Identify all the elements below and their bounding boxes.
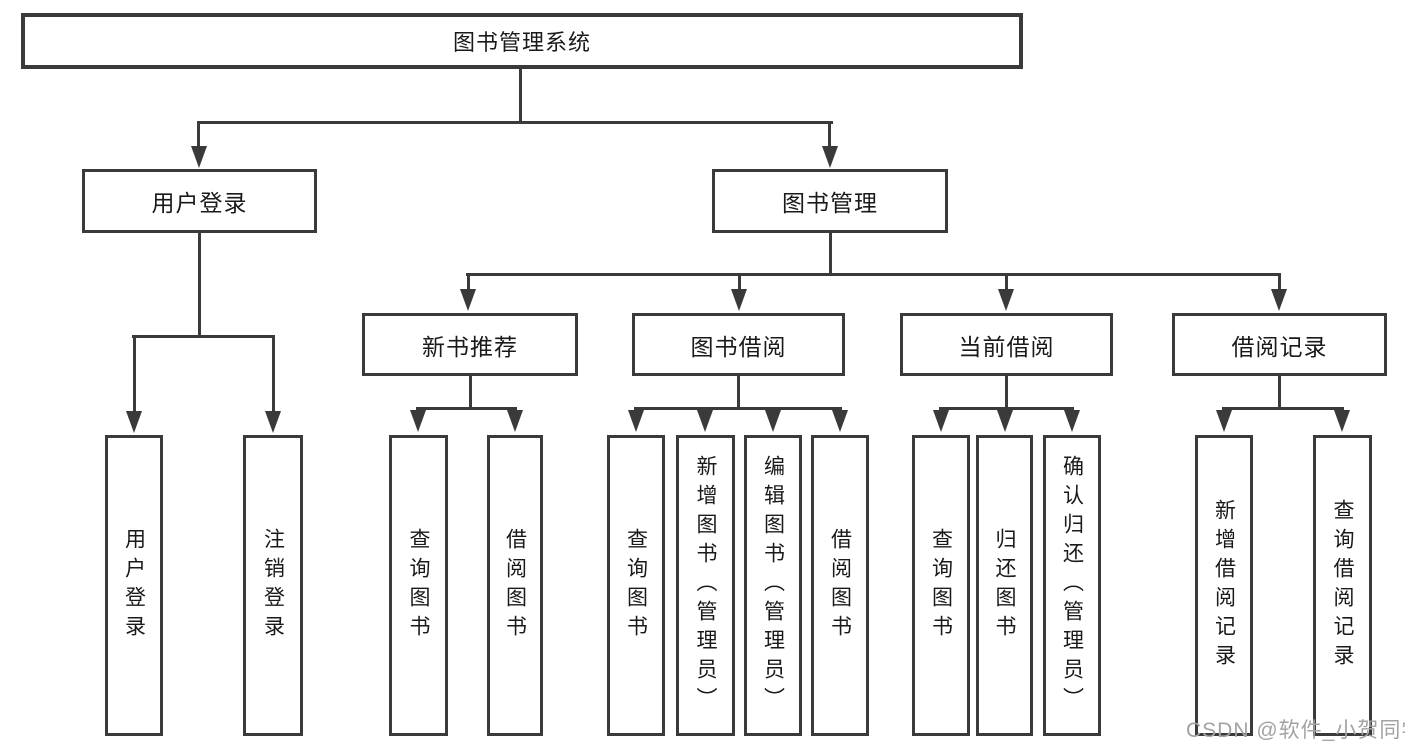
connector-current-borrow-stem: [1005, 376, 1008, 409]
leaf-query-books-current-label: 查询图书: [929, 527, 953, 644]
node-borrow-records-label: 借阅记录: [1231, 333, 1328, 360]
leaf-edit-books-admin: 编辑图书（管理员）: [744, 435, 802, 736]
arrow-down-icon: [765, 410, 781, 432]
connector-book-borrow-stem: [737, 376, 740, 409]
leaf-logout: 注销登录: [243, 435, 303, 736]
leaf-query-borrow-record: 查询借阅记录: [1313, 435, 1372, 736]
connector-borrow-records-bar: [1222, 407, 1344, 410]
arrow-down-icon: [265, 411, 281, 433]
connector-drop-borrow-records: [1278, 273, 1281, 291]
node-new-book-recommend: 新书推荐: [362, 313, 578, 376]
leaf-confirm-return-admin: 确认归还（管理员）: [1043, 435, 1101, 736]
connector-root-bar: [197, 121, 833, 124]
node-book-borrow: 图书借阅: [632, 313, 845, 376]
leaf-user-login-label: 用户登录: [122, 527, 146, 644]
node-new-book-recommend-label: 新书推荐: [422, 333, 518, 360]
leaf-edit-books-admin-label: 编辑图书（管理员）: [761, 455, 785, 716]
arrow-down-icon: [997, 410, 1013, 432]
arrow-down-icon: [191, 146, 207, 168]
connector-drop-user-login: [197, 121, 200, 148]
connector-new-book-recommend-stem: [469, 376, 472, 409]
leaf-query-books-recommend-label: 查询图书: [407, 527, 431, 644]
connector-new-book-recommend-bar: [416, 407, 517, 410]
leaf-borrow-books-recommend: 借阅图书: [487, 435, 543, 736]
arrow-down-icon: [1216, 410, 1232, 432]
leaf-user-login: 用户登录: [105, 435, 163, 736]
leaf-borrow-books-label: 借阅图书: [828, 527, 852, 644]
arrow-down-icon: [822, 146, 838, 168]
leaf-borrow-books: 借阅图书: [811, 435, 869, 736]
connector-drop-book-management: [828, 121, 831, 148]
leaf-add-books-admin-label: 新增图书（管理员）: [694, 455, 718, 716]
connector-user-login-bar: [132, 335, 275, 338]
leaf-return-books-label: 归还图书: [993, 527, 1017, 644]
connector-book-management-bar: [466, 273, 1281, 276]
node-book-management-label: 图书管理: [782, 190, 878, 216]
connector-drop-new-book-recommend: [467, 273, 470, 291]
arrow-down-icon: [507, 410, 523, 432]
connector-current-borrow-bar: [939, 407, 1074, 410]
connector-drop-login-leaf: [133, 335, 136, 413]
connector-drop-logout-leaf: [272, 335, 275, 413]
arrow-down-icon: [832, 410, 848, 432]
node-root-label: 图书管理系统: [452, 30, 591, 55]
arrow-down-icon: [1064, 410, 1080, 432]
node-current-borrow-label: 当前借阅: [958, 333, 1055, 360]
leaf-query-books-borrow: 查询图书: [607, 435, 665, 736]
leaf-return-books: 归还图书: [976, 435, 1033, 736]
connector-drop-current-borrow: [1005, 273, 1008, 291]
node-root: 图书管理系统: [21, 13, 1023, 69]
leaf-add-books-admin: 新增图书（管理员）: [676, 435, 735, 736]
leaf-query-books-borrow-label: 查询图书: [624, 527, 648, 644]
connector-book-management-stem: [829, 232, 832, 275]
node-book-borrow-label: 图书借阅: [690, 333, 787, 360]
arrow-down-icon: [1271, 289, 1287, 311]
arrow-down-icon: [998, 289, 1014, 311]
node-book-management: 图书管理: [712, 169, 948, 233]
arrow-down-icon: [697, 410, 713, 432]
arrow-down-icon: [126, 411, 142, 433]
connector-book-borrow-bar: [634, 407, 842, 410]
leaf-query-borrow-record-label: 查询借阅记录: [1331, 498, 1355, 673]
csdn-watermark: CSDN @软件_小贺同学: [1186, 719, 1405, 742]
connector-user-login-stem: [198, 232, 201, 337]
node-current-borrow: 当前借阅: [900, 313, 1113, 376]
connector-borrow-records-stem: [1278, 376, 1281, 409]
connector-root-stem: [519, 69, 522, 123]
leaf-borrow-books-recommend-label: 借阅图书: [503, 527, 527, 644]
node-borrow-records: 借阅记录: [1172, 313, 1387, 376]
arrow-down-icon: [731, 289, 747, 311]
leaf-query-books-current: 查询图书: [912, 435, 970, 736]
leaf-logout-label: 注销登录: [261, 527, 285, 644]
arrow-down-icon: [933, 410, 949, 432]
arrow-down-icon: [460, 289, 476, 311]
leaf-add-borrow-record-label: 新增借阅记录: [1212, 498, 1236, 673]
connector-drop-book-borrow: [738, 273, 741, 291]
leaf-confirm-return-admin-label: 确认归还（管理员）: [1060, 455, 1084, 716]
arrow-down-icon: [1334, 410, 1350, 432]
node-user-login: 用户登录: [82, 169, 317, 233]
node-user-login-label: 用户登录: [151, 190, 248, 216]
leaf-query-books-recommend: 查询图书: [389, 435, 448, 736]
arrow-down-icon: [410, 410, 426, 432]
arrow-down-icon: [628, 410, 644, 432]
leaf-add-borrow-record: 新增借阅记录: [1195, 435, 1253, 736]
